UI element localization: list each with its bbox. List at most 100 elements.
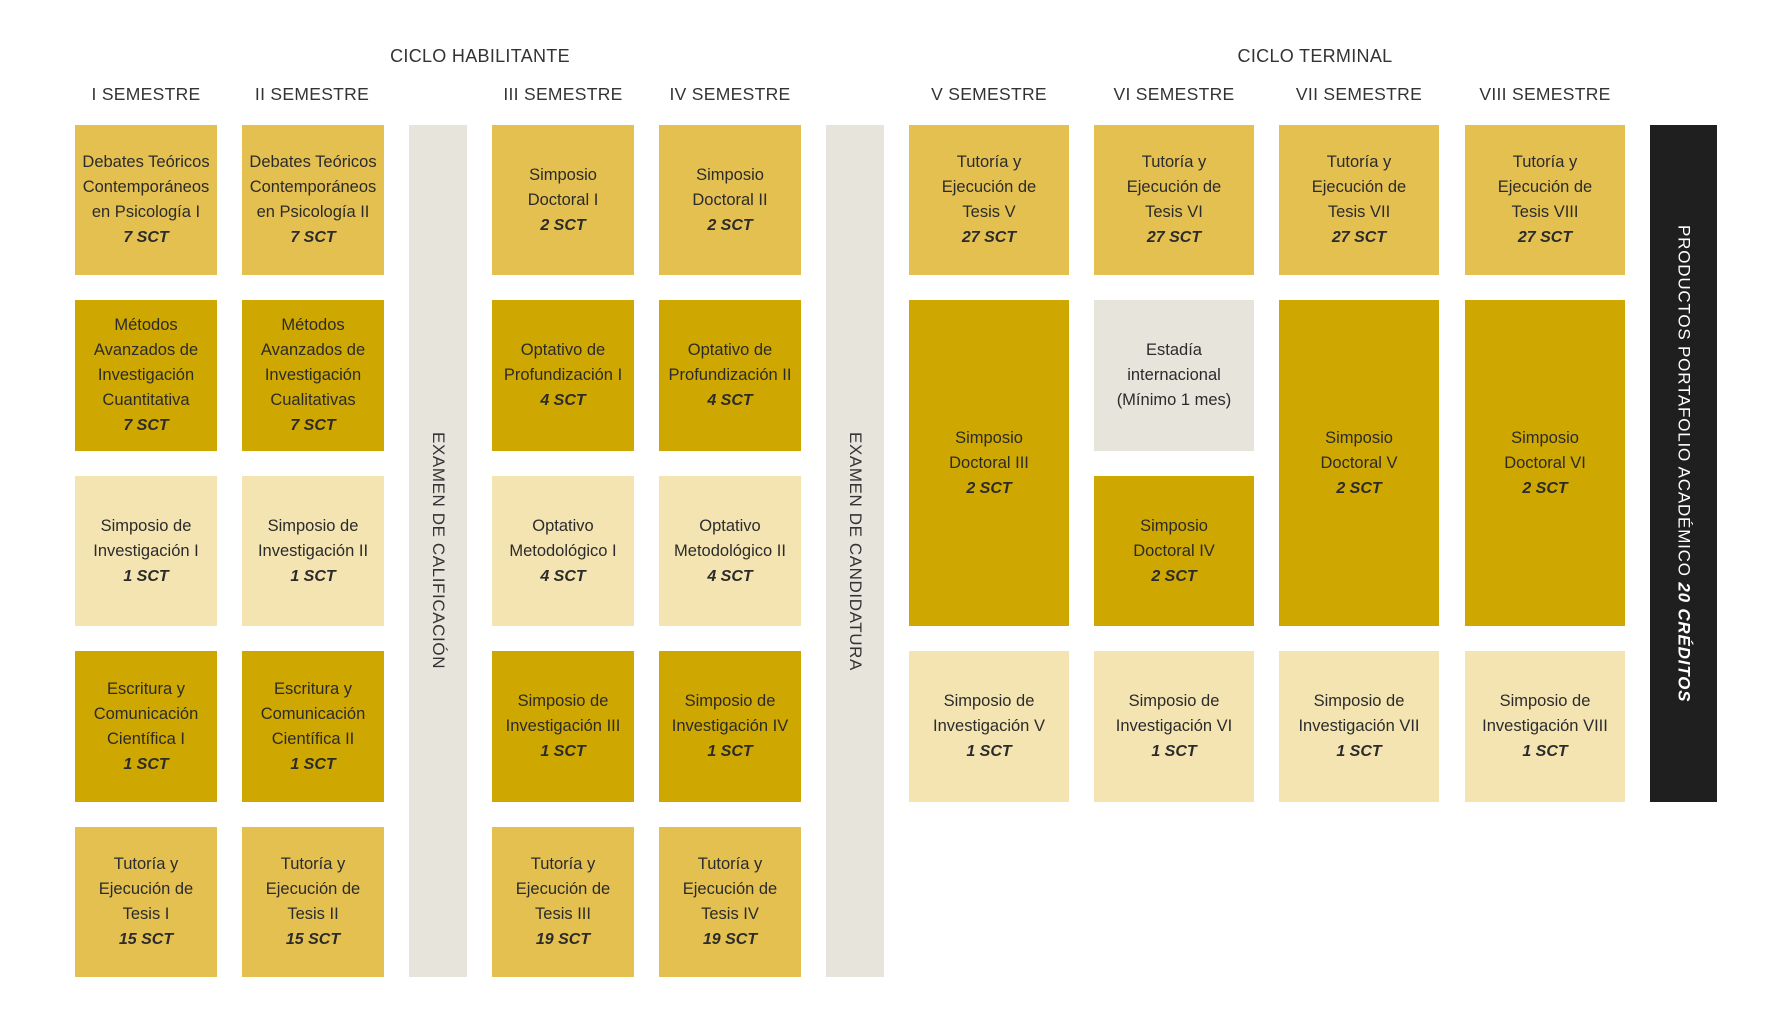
course-name-line: Simposio de [517, 692, 609, 710]
course-name-line: Estadía [1146, 341, 1202, 359]
course-name-line: Cualitativas [270, 391, 356, 409]
semester-5-heading: V SEMESTRE [931, 84, 1047, 104]
course-credits: 2 SCT [707, 216, 753, 234]
course-credits: 15 SCT [118, 931, 174, 948]
course-name-line: Científica II [271, 729, 355, 748]
portfolio-label: PRODUCTOS PORTAFOLIO ACADÉMICO 20 CRÉDIT… [1674, 225, 1694, 702]
course-name-line: Tesis VII [1327, 203, 1391, 221]
course-name-line: Simposio de [1313, 692, 1405, 710]
exam-candidatura-label: EXAMEN DE CANDIDATURA [846, 431, 865, 671]
course-name-line: Simposio [1511, 428, 1579, 447]
course-name-line: Simposio de [100, 516, 192, 535]
course-credits: 1 SCT [966, 743, 1012, 760]
course-name-line: Tesis VI [1145, 203, 1203, 221]
exam-calificacion-bar: EXAMEN DE CALIFICACIÓN [409, 125, 467, 977]
course-box: Simposio de Investigación I 1 SCT [75, 476, 217, 626]
portfolio-credits: 20 CRÉDITOS [1674, 582, 1694, 703]
course-name-line: Investigación I [93, 541, 199, 560]
course-credits: 1 SCT [1522, 743, 1568, 760]
course-name-line: Métodos [114, 316, 178, 334]
course-name-line: Debates Teóricos [249, 153, 377, 171]
cycle-habilitante-heading: CICLO HABILITANTE [390, 46, 570, 66]
course-name-line: Comunicación [93, 704, 199, 723]
semester-1-heading: I SEMESTRE [91, 84, 201, 104]
course-name-line: Simposio [955, 428, 1023, 447]
course-name-line: Tesis IV [701, 905, 759, 923]
semester-7-heading: VII SEMESTRE [1295, 84, 1423, 104]
cycle-terminal-heading: CICLO TERMINAL [1237, 46, 1393, 66]
course-name-line: Metodológico I [509, 541, 617, 560]
course-credits: 19 SCT [535, 931, 591, 948]
course-name-line: Simposio de [1499, 692, 1591, 710]
semester-2-heading: II SEMESTRE [254, 84, 370, 104]
course-credits: 4 SCT [707, 392, 753, 409]
semester-4-heading: IV SEMESTRE [669, 84, 791, 104]
course-name-line: Escritura y [274, 679, 352, 698]
course-credits: 19 SCT [702, 931, 758, 948]
course-name-line: Simposio de [267, 516, 359, 535]
course-credits: 27 SCT [1331, 229, 1387, 246]
course-name-line: Investigación III [505, 717, 621, 735]
course-name-line: Investigación VIII [1482, 717, 1608, 735]
course-name-line: en Psicología I [91, 203, 201, 221]
course-name-line: Científica I [107, 729, 185, 748]
course-name-line: Doctoral V [1320, 453, 1398, 472]
course-credits: 2 SCT [966, 479, 1012, 497]
course-name-line: Tesis II [287, 905, 339, 923]
course-box: Simposio de Investigación VIII 1 SCT [1465, 651, 1625, 802]
course-name-line: (Mínimo 1 mes) [1116, 391, 1232, 409]
course-name-line: Doctoral III [949, 453, 1029, 472]
course-credits: 2 SCT [1151, 567, 1197, 585]
course-box: Estadía internacional (Mínimo 1 mes) [1094, 300, 1254, 451]
semester-8-heading: VIII SEMESTRE [1479, 84, 1611, 104]
course-name-line: Doctoral IV [1133, 541, 1215, 560]
course-name-line: Tesis III [535, 905, 591, 923]
course-name-line: Tutoría y [956, 153, 1022, 171]
exam-candidatura-bar: EXAMEN DE CANDIDATURA [826, 125, 884, 977]
course-name-line: Comunicación [260, 704, 366, 723]
course-credits: 7 SCT [290, 417, 336, 434]
course-name-line: Simposio [1140, 516, 1208, 535]
course-name-line: Doctoral I [527, 190, 599, 209]
course-name-line: Tutoría y [697, 855, 763, 873]
exam-calificacion-label: EXAMEN DE CALIFICACIÓN [429, 432, 448, 670]
course-name-line: Avanzados de [260, 341, 366, 359]
course-name-line: Tesis V [962, 203, 1016, 221]
course-name-line: Optativo [532, 516, 594, 535]
course-name-line: Profundización II [668, 366, 792, 384]
course-name-line: Escritura y [107, 679, 185, 698]
course-name-line: Métodos [281, 316, 345, 334]
course-name-line: Tutoría y [1141, 153, 1207, 171]
course-name-line: Ejecución de [98, 880, 194, 898]
course-credits: 7 SCT [123, 229, 169, 246]
course-name-line: Metodológico II [674, 541, 786, 560]
course-name-line: Cuantitativa [102, 391, 190, 409]
course-credits: 1 SCT [290, 567, 336, 585]
course-name-line: Investigación VI [1115, 717, 1233, 735]
course-name-line: Investigación [97, 366, 195, 384]
course-credits: 15 SCT [285, 931, 341, 948]
course-credits: 1 SCT [123, 567, 169, 585]
semester-6-heading: VI SEMESTRE [1113, 84, 1235, 104]
course-credits: 1 SCT [123, 755, 169, 773]
course-credits: 4 SCT [707, 567, 753, 585]
course-name-line: Tesis I [122, 905, 170, 923]
course-name-line: internacional [1127, 366, 1221, 384]
course-name-line: Investigación IV [671, 717, 789, 735]
semester-3-heading: III SEMESTRE [503, 84, 623, 104]
